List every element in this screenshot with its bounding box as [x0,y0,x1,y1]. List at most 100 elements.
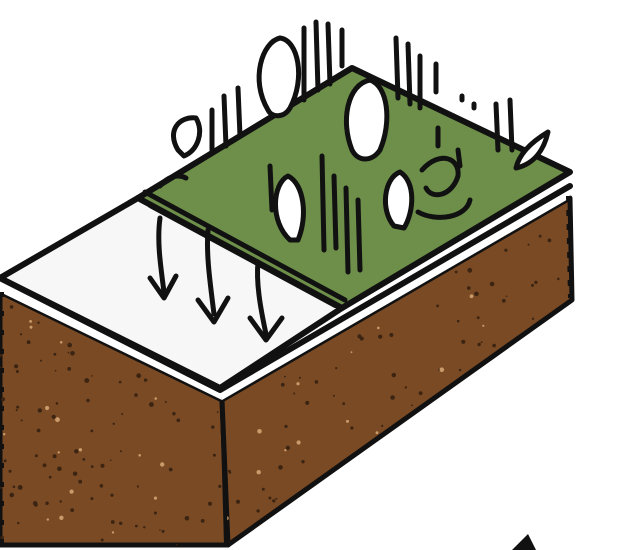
soil-speckle [120,450,122,452]
soil-speckle [299,377,301,379]
soil-speckle [440,367,445,372]
soil-speckle [201,519,205,523]
soil-speckle [37,322,39,324]
soil-speckle [502,299,506,303]
soil-speckle [35,454,38,457]
soil-speckle [113,423,115,425]
soil-speckle [4,459,7,462]
soil-speckle [91,465,94,468]
soil-speckle [119,381,122,384]
soil-speckle [18,485,23,490]
grass-blade [224,96,226,146]
soil-speckle [211,425,214,428]
soil-speckle [16,409,18,411]
grass-blade [458,150,460,166]
soil-speckle [55,417,60,422]
soil-speckle [3,433,5,435]
soil-speckle [111,520,115,524]
soil-speckle [257,470,261,474]
soil-speckle [84,378,89,383]
soil-speckle [38,408,42,412]
soil-speckle [467,268,472,273]
soil-speckle [411,404,413,406]
grass-blade [408,44,410,104]
soil-speckle [112,531,114,533]
soil-speckle [138,454,141,457]
soil-speckle [43,463,47,467]
soil-speckle [257,429,262,434]
soil-speckle [315,380,319,384]
soil-speckle [470,294,474,298]
soil-speckle [159,529,161,531]
soil-speckle [297,440,301,444]
soil-speckle [405,386,407,388]
soil-speckle [256,509,259,512]
soil-speckle [218,485,221,488]
soil-speckle [350,426,353,429]
arrow-tip-fragment [512,534,536,550]
soil-speckle [110,460,112,462]
soil-speckle [119,522,122,525]
soil-speckle [286,446,290,450]
soil-speckle [17,522,19,524]
soil-speckle [377,327,380,330]
soil-speckle [90,430,93,433]
soil-speckle [16,370,19,373]
soil-speckle [531,284,534,287]
soil-speckle [284,376,286,378]
grass-blade [334,176,336,248]
soil-speckle [10,305,14,309]
soil-speckle [272,499,275,502]
soil-speckle [474,292,479,297]
grass-blade [510,100,512,150]
soil-speckle [45,503,47,505]
soil-speckle [284,425,287,428]
soil-speckle [40,360,42,362]
soil-speckle [149,402,154,407]
soil-speckle [342,402,345,405]
soil-speckle [70,490,74,494]
soil-speckle [60,500,62,502]
soil-speckle [467,286,471,290]
soil-speckle [144,378,147,381]
soil-speckle [457,320,460,323]
soil-speckle [534,281,537,284]
soil-speckle [419,391,423,395]
soil-speckle [20,333,22,335]
soil-speckle [143,526,145,528]
soil-speckle [333,395,335,397]
soil-speckle [165,401,167,403]
soil-speckle [73,472,77,476]
soil-speckle [539,235,542,238]
soil-speckle [136,373,141,378]
soil-speckle [49,476,52,479]
soil-speckle [13,486,16,489]
soil-speckle [79,448,82,451]
soil-speckle [357,334,361,338]
soil-speckle [305,401,309,405]
soil-speckle [59,516,63,520]
soil-speckle [16,406,19,409]
soil-speckle [135,525,138,528]
grass-blade [346,188,348,272]
plant-leaf [259,38,299,116]
soil-speckle [154,512,157,515]
soil-speckle [213,454,216,457]
soil-speckle [436,305,439,308]
soil-speckle [169,468,173,472]
soil-speckle [208,502,212,506]
soil-speckle [293,393,295,395]
soil-speckle [228,470,231,473]
soil-speckle [217,411,219,413]
soil-speckle [67,343,72,348]
soil-speckle [134,393,138,397]
soil-speckle [504,249,507,252]
soil-speckle [91,375,93,377]
soil-speckle [281,383,285,387]
plant-leaf [173,118,199,156]
soil-speckle [21,419,23,421]
soil-speckle [55,370,57,372]
soil-speckle [52,415,56,419]
soil-speckle [176,544,178,546]
